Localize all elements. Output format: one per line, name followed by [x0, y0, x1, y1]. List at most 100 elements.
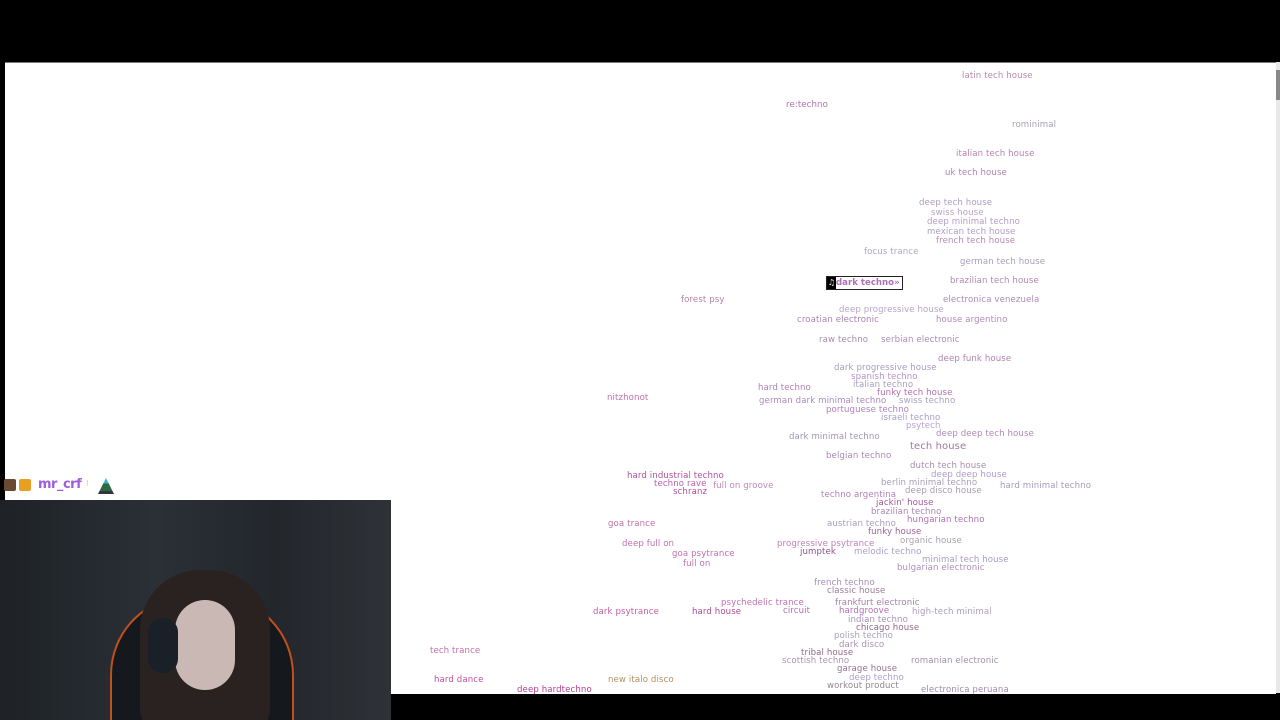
genre-label[interactable]: focus trance	[864, 247, 919, 257]
genre-label[interactable]: german dark minimal techno	[759, 396, 887, 406]
music-note-icon: ♫	[827, 277, 836, 289]
arrow-icon[interactable]: »	[894, 278, 900, 288]
selected-genre-dark-techno[interactable]: ♫dark techno»	[826, 276, 903, 290]
genre-label[interactable]: psychedelic trance	[721, 598, 804, 608]
crown-badge-icon	[19, 479, 31, 491]
genre-label[interactable]: schranz	[673, 487, 708, 497]
genre-label[interactable]: croatian electronic	[797, 315, 879, 325]
genre-label[interactable]: chicago house	[856, 623, 920, 633]
genre-label[interactable]: hard industrial techno	[627, 471, 724, 481]
genre-label[interactable]: hardgroove	[839, 606, 890, 616]
genre-label[interactable]: minimal tech house	[922, 555, 1009, 565]
genre-label[interactable]: deep minimal techno	[927, 217, 1020, 227]
genre-label[interactable]: progressive psytrance	[777, 539, 875, 549]
genre-label[interactable]: organic house	[900, 536, 962, 546]
genre-label[interactable]: funky house	[868, 527, 922, 537]
genre-label[interactable]: jackin' house	[876, 498, 934, 508]
chat-message: mr_crf ⁝	[0, 476, 130, 496]
genre-label[interactable]: dark disco	[839, 640, 885, 650]
genre-label[interactable]: funky tech house	[877, 388, 953, 398]
genre-label[interactable]: deep deep house	[931, 470, 1007, 480]
genre-label[interactable]: deep deep tech house	[936, 429, 1034, 439]
genre-label[interactable]: raw techno	[819, 335, 869, 345]
genre-label[interactable]: melodic techno	[854, 547, 922, 557]
genre-label[interactable]: frankfurt electronic	[835, 598, 920, 608]
genre-label[interactable]: brazilian tech house	[950, 276, 1039, 286]
genre-label[interactable]: scottish techno	[782, 656, 850, 666]
genre-label[interactable]: israeli techno	[881, 413, 941, 423]
genre-label[interactable]: deep disco house	[905, 486, 982, 496]
genre-label[interactable]: bulgarian electronic	[897, 563, 985, 573]
genre-label[interactable]: full on groove	[713, 481, 774, 491]
genre-label[interactable]: deep techno	[849, 673, 904, 683]
genre-label[interactable]: dutch tech house	[910, 461, 987, 471]
genre-label[interactable]: re:techno	[786, 100, 828, 110]
genre-label[interactable]: techno rave	[654, 479, 707, 489]
genre-label[interactable]: goa psytrance	[672, 549, 735, 559]
genre-label[interactable]: garage house	[837, 664, 898, 674]
genre-label[interactable]: forest psy	[681, 295, 725, 305]
genre-label[interactable]: circuit	[783, 606, 811, 616]
genre-label[interactable]: high-tech minimal	[912, 607, 992, 617]
genre-label[interactable]: latin tech house	[962, 71, 1033, 81]
genre-label[interactable]: hard minimal techno	[1000, 481, 1092, 491]
genre-label[interactable]: deep full on	[622, 539, 675, 549]
genre-label[interactable]: house argentino	[936, 315, 1008, 325]
genre-label[interactable]: german tech house	[960, 257, 1046, 267]
genre-label[interactable]: polish techno	[834, 631, 893, 641]
genre-label[interactable]: hard techno	[758, 383, 811, 393]
genre-label[interactable]: spanish techno	[851, 372, 918, 382]
genre-label[interactable]: dark progressive house	[834, 363, 937, 373]
scrollbar[interactable]	[1276, 62, 1280, 693]
webcam-headphone	[148, 618, 178, 673]
genre-label[interactable]: deep hardtechno	[517, 685, 592, 695]
genre-label[interactable]: electronica venezuela	[943, 295, 1040, 305]
genre-label[interactable]: deep progressive house	[839, 305, 944, 315]
genre-label[interactable]: deep funk house	[938, 354, 1012, 364]
emote-icon	[98, 478, 114, 494]
genre-label[interactable]: psytech	[906, 421, 941, 431]
chat-separator-icon: ⁝	[86, 479, 89, 488]
webcam-face	[175, 600, 235, 690]
selected-genre-label: dark techno	[836, 278, 895, 288]
genre-label[interactable]: hard house	[692, 607, 742, 617]
genre-label[interactable]: new italo disco	[608, 675, 674, 685]
chat-username[interactable]: mr_crf	[38, 477, 82, 492]
genre-label[interactable]: techno argentina	[821, 490, 897, 500]
genre-label[interactable]: full on	[683, 559, 711, 569]
genre-label[interactable]: romanian electronic	[911, 656, 999, 666]
genre-label[interactable]: austrian techno	[827, 519, 896, 529]
genre-label[interactable]: french tech house	[936, 236, 1016, 246]
genre-label[interactable]: hard dance	[434, 675, 484, 685]
genre-label[interactable]: goa trance	[608, 519, 656, 529]
genre-label[interactable]: dark psytrance	[593, 607, 660, 617]
genre-label[interactable]: uk tech house	[945, 168, 1007, 178]
genre-label[interactable]: jumptek	[800, 547, 836, 557]
genre-label[interactable]: belgian techno	[826, 451, 892, 461]
genre-label[interactable]: indian techno	[848, 615, 908, 625]
webcam-overlay	[0, 500, 391, 720]
genre-label[interactable]: nitzhonot	[607, 393, 649, 403]
genre-label[interactable]: portuguese techno	[826, 405, 909, 415]
genre-label[interactable]: tech trance	[430, 646, 481, 656]
genre-label[interactable]: italian techno	[853, 380, 914, 390]
genre-label[interactable]: mexican tech house	[927, 227, 1016, 237]
genre-label[interactable]: hungarian techno	[907, 515, 985, 525]
genre-label[interactable]: berlin minimal techno	[881, 478, 978, 488]
genre-label[interactable]: brazilian techno	[871, 507, 942, 517]
genre-label[interactable]: swiss house	[931, 208, 984, 218]
genre-label[interactable]: classic house	[827, 586, 886, 596]
genre-label[interactable]: rominimal	[1012, 120, 1057, 130]
genre-label[interactable]: electronica peruana	[921, 685, 1009, 695]
genre-label[interactable]: swiss techno	[899, 396, 956, 406]
scrollbar-thumb[interactable]	[1276, 70, 1280, 100]
genre-label[interactable]: dark minimal techno	[789, 432, 880, 442]
genre-label[interactable]: serbian electronic	[881, 335, 960, 345]
genre-label[interactable]: italian tech house	[956, 149, 1035, 159]
genre-label[interactable]: tribal house	[801, 648, 854, 658]
genre-label[interactable]: tech house	[910, 441, 967, 452]
genre-label[interactable]: deep tech house	[919, 198, 993, 208]
genre-label[interactable]: french techno	[814, 578, 875, 588]
genre-label[interactable]: workout product	[827, 681, 899, 691]
avatar-badge-icon	[4, 479, 16, 491]
